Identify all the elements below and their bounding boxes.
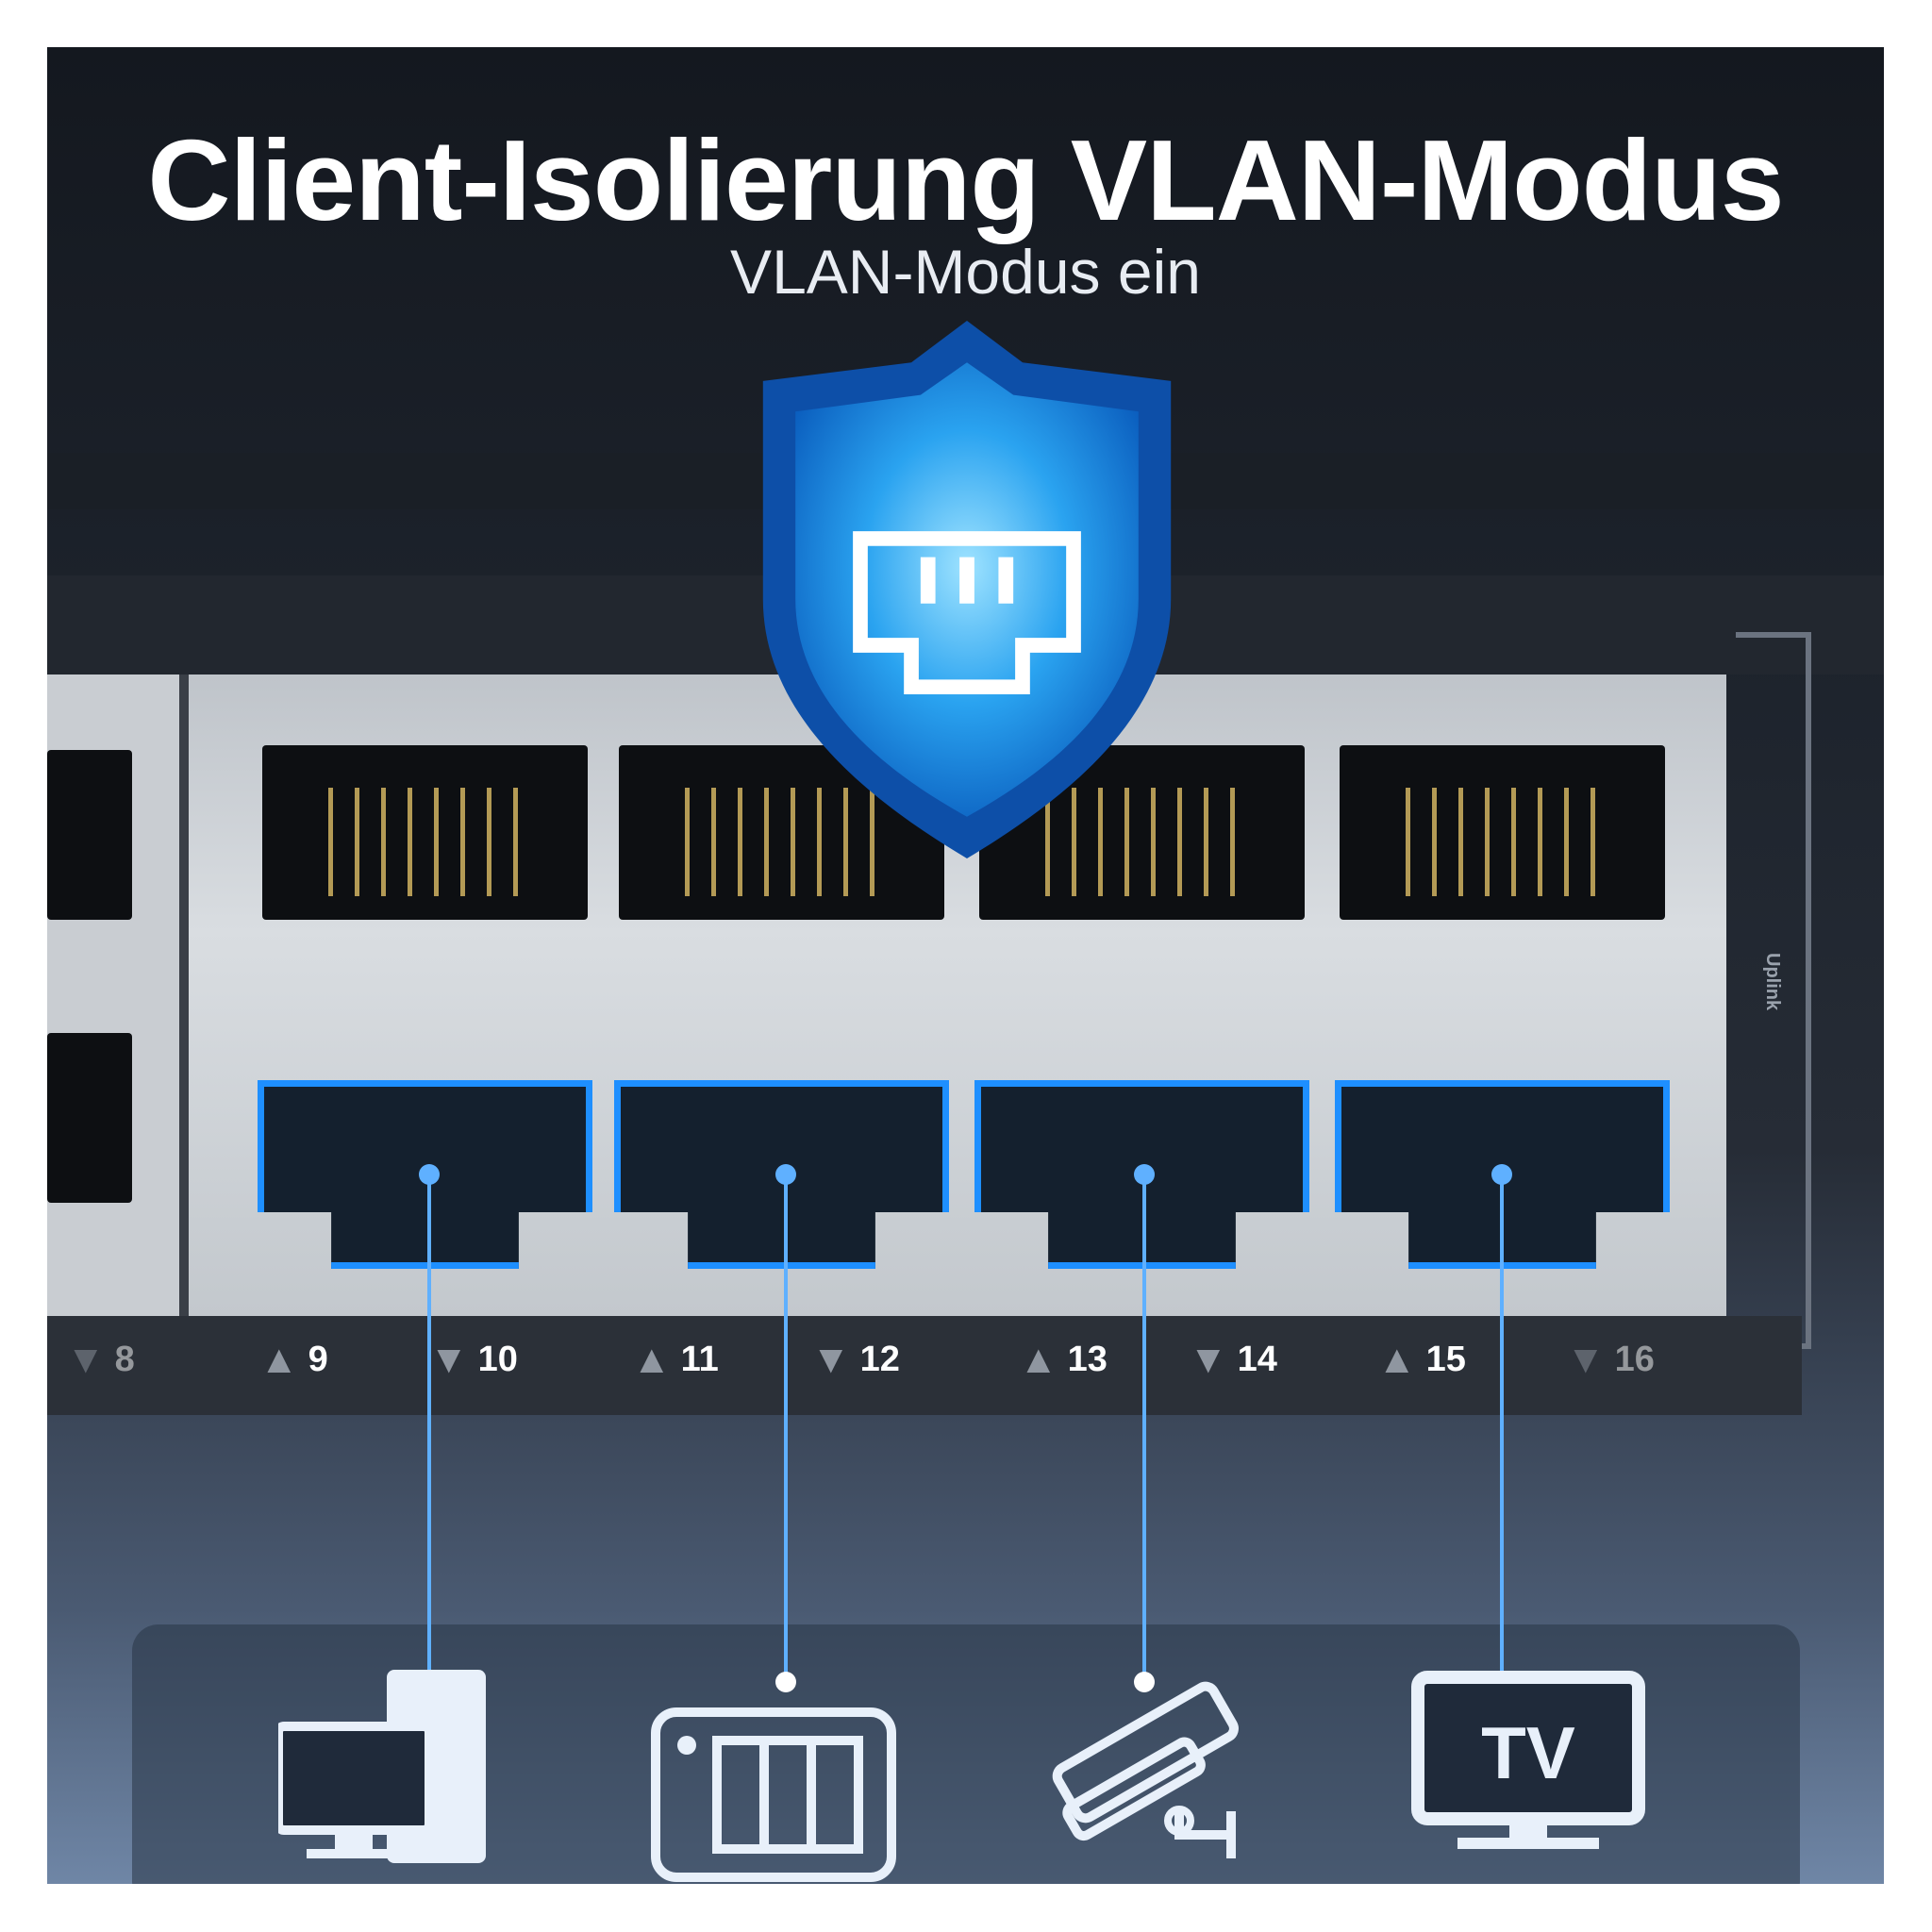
port-labels: ▼8▲9▼10▲11▼12▲13▼14▲15▼16	[47, 1316, 1802, 1415]
triangle-down-icon: ▼	[1189, 1337, 1228, 1381]
port-label: ▼8	[66, 1337, 135, 1382]
triangle-up-icon: ▲	[632, 1337, 672, 1381]
port-label: ▲13	[1019, 1337, 1108, 1382]
page-subtitle: VLAN-Modus ein	[730, 237, 1201, 307]
page-title: Client-Isolierung VLAN-Modus	[147, 116, 1784, 244]
tv-label: TV	[1481, 1711, 1575, 1794]
port-number: 13	[1067, 1339, 1108, 1379]
port-label: ▼16	[1566, 1337, 1655, 1382]
connection-line	[1142, 1174, 1146, 1684]
computer-icon	[274, 1670, 495, 1873]
tv-icon: TV	[1410, 1670, 1646, 1863]
triangle-down-icon: ▼	[1566, 1337, 1606, 1381]
ethernet-port-icon	[853, 531, 1081, 695]
port-number: 9	[308, 1339, 328, 1379]
connection-dot	[1491, 1164, 1512, 1185]
connection-dot	[775, 1164, 796, 1185]
triangle-up-icon: ▲	[1377, 1337, 1417, 1381]
triangle-down-icon: ▼	[66, 1337, 106, 1381]
triangle-up-icon: ▲	[259, 1337, 299, 1381]
port-label: ▼10	[429, 1337, 518, 1382]
connection-dot	[1134, 1164, 1155, 1185]
triangle-down-icon: ▼	[811, 1337, 851, 1381]
triangle-up-icon: ▲	[1019, 1337, 1058, 1381]
uplink-label: Uplink	[1762, 953, 1783, 1011]
port-number: 16	[1614, 1339, 1655, 1379]
port-label: ▼14	[1189, 1337, 1277, 1382]
port-label: ▲15	[1377, 1337, 1466, 1382]
port-number: 10	[477, 1339, 518, 1379]
port-number: 15	[1425, 1339, 1466, 1379]
port-number: 14	[1237, 1339, 1277, 1379]
connection-dot	[1134, 1672, 1155, 1692]
ethernet-port-top	[1340, 745, 1665, 920]
security-camera-icon	[1038, 1670, 1255, 1863]
connection-line	[427, 1174, 431, 1684]
connection-line	[784, 1174, 788, 1684]
port-number: 12	[859, 1339, 900, 1379]
banner: Uplink ▼8▲9▼10▲11▼12▲13▼14▲15▼16 Client-…	[47, 47, 1884, 1884]
port-number: 8	[114, 1339, 135, 1379]
ethernet-port-top	[262, 745, 588, 920]
port-label: ▲9	[259, 1337, 328, 1382]
port-number: 11	[680, 1339, 719, 1379]
connection-line	[1500, 1174, 1504, 1684]
connection-dot	[775, 1672, 796, 1692]
port-label: ▲11	[632, 1337, 719, 1382]
shield-icon	[762, 321, 1172, 858]
triangle-down-icon: ▼	[429, 1337, 469, 1381]
port-panel	[47, 675, 1726, 1316]
nas-storage-icon	[651, 1693, 896, 1884]
connection-dot	[419, 1164, 440, 1185]
port-label: ▼12	[811, 1337, 900, 1382]
